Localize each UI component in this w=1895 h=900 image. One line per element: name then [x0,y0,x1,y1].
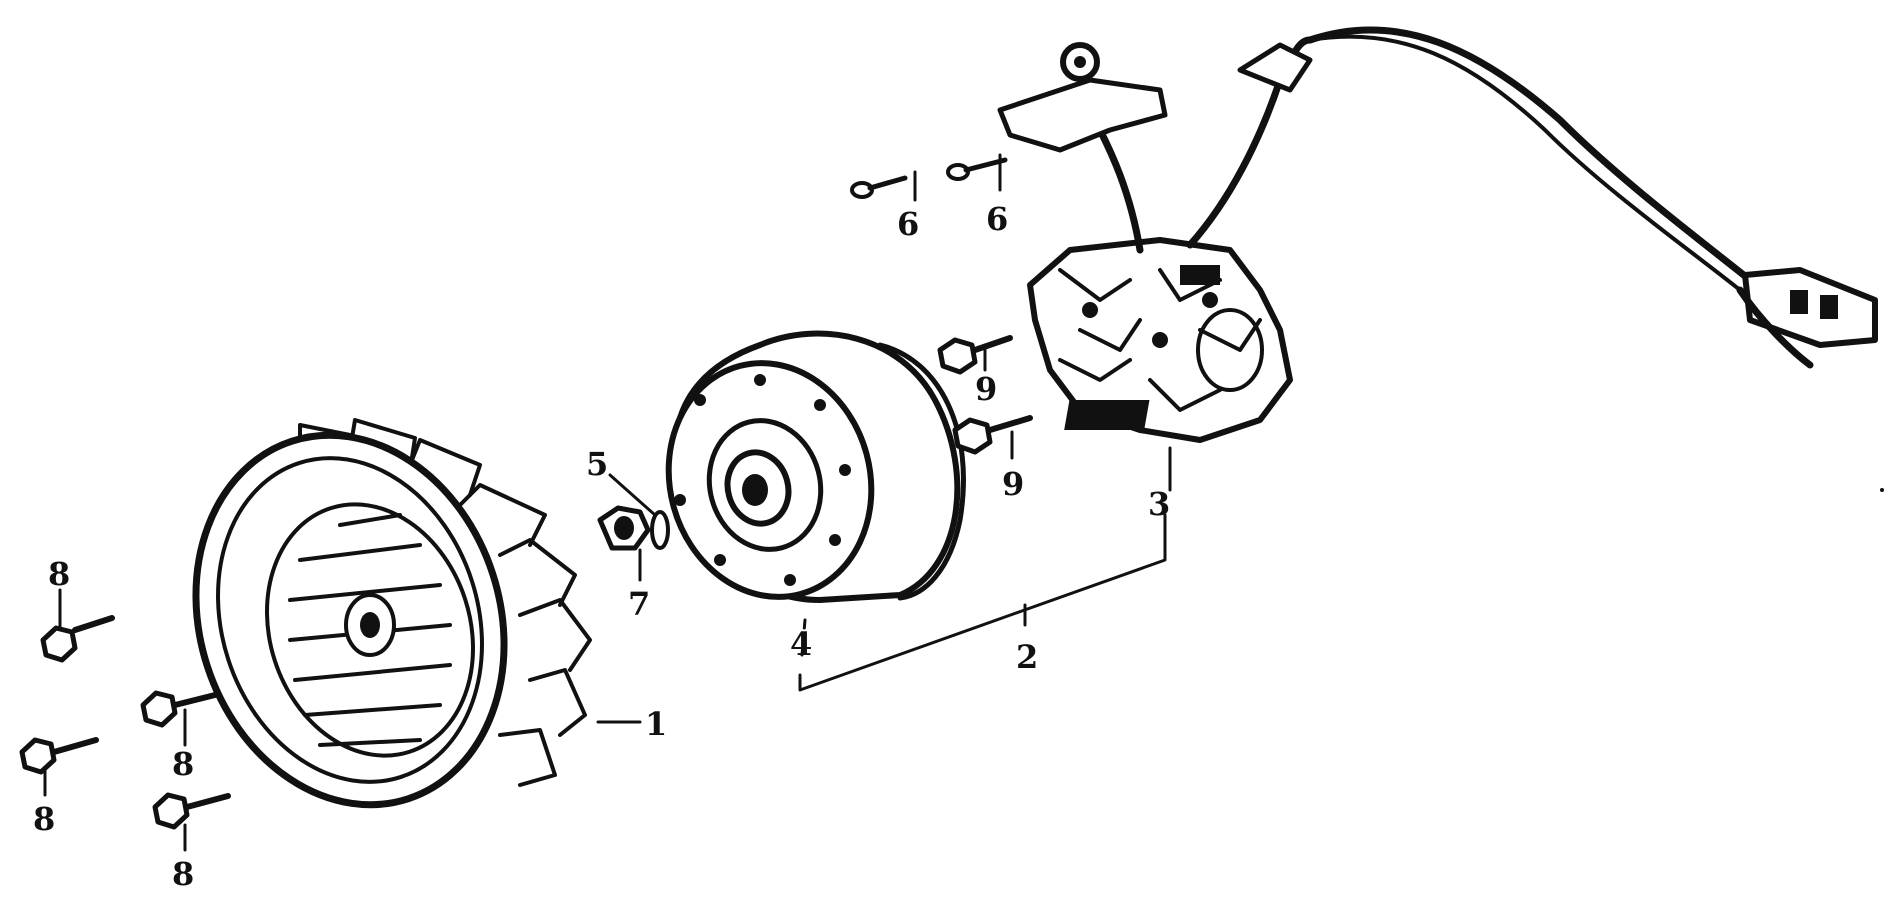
callout-9a: 9 [975,370,997,408]
callout-2: 2 [1016,638,1038,676]
leader-lines [43,153,1172,852]
stray-mark [1880,488,1884,492]
callout-1: 1 [645,705,667,743]
callout-9b: 9 [1002,465,1024,503]
flywheel-rotor [665,330,966,603]
callout-8c: 8 [33,800,55,838]
flywheel-nut [597,505,670,551]
callout-5: 5 [586,445,608,483]
callout-8a: 8 [48,555,70,593]
callout-4: 4 [790,625,812,663]
stator-bolts [937,335,1033,455]
callout-7: 7 [628,585,650,623]
callout-8b: 8 [172,745,194,783]
stator-assembly [997,26,1878,443]
callouts: 1 2 3 4 5 6 6 7 8 8 8 8 9 9 [33,200,1170,893]
callout-6a: 6 [897,205,919,243]
fan-bolts [19,615,231,830]
callout-6b: 6 [986,200,1008,238]
pickup-screws [850,157,1008,199]
callout-3: 3 [1148,485,1170,523]
cooling-fan [192,418,642,809]
callout-8d: 8 [172,855,194,893]
